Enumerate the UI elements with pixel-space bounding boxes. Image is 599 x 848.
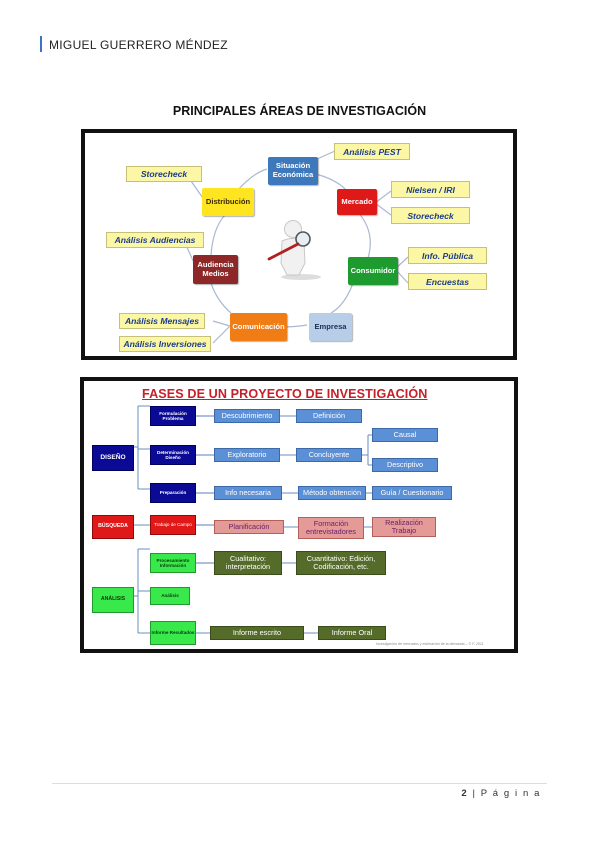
box-formacion-entrevistadores: Formación entrevistadores	[298, 517, 364, 539]
tag-analisis-mensajes: Análisis Mensajes	[119, 313, 205, 329]
node-audiencia-medios: Audiencia Medios	[193, 255, 238, 284]
page-number: 2	[461, 788, 469, 799]
phase-diseno: DISEÑO	[92, 445, 134, 471]
box-cualitativo: Cualitativo: interpretación	[214, 551, 282, 575]
header-author: MIGUEL GUERRERO MÉNDEZ	[49, 38, 228, 52]
box-info-necesaria: Info necesaria	[214, 486, 282, 500]
header-accent-bar	[40, 36, 42, 52]
box-guia-cuestionario: Guía / Cuestionario	[372, 486, 452, 500]
tag-encuestas: Encuestas	[408, 273, 487, 290]
node-mercado: Mercado	[337, 189, 377, 215]
connector-line	[374, 202, 392, 216]
box-planificacion: Planificación	[214, 520, 284, 534]
cycle-arc	[210, 282, 232, 314]
box-causal: Causal	[372, 428, 438, 442]
fases-title: FASES DE UN PROYECTO DE INVESTIGACIÓN	[142, 387, 428, 401]
step-formulacion-problema: Formulación Problema	[150, 406, 196, 426]
node-situacion-economica: Situación Económica	[268, 157, 318, 185]
step-determinacion-diseno: Determinación Diseño	[150, 445, 196, 465]
connector-line	[316, 150, 336, 160]
tag-info-publica: Info. Pública	[408, 247, 487, 264]
box-cuantitativo: Cuantitativo: Edición, Codificación, etc…	[296, 551, 386, 575]
tag-analisis-audiencias: Análisis Audiencias	[106, 232, 204, 248]
step-informe-resultados: Informe Resultados	[150, 621, 196, 645]
box-descriptivo: Descriptivo	[372, 458, 438, 472]
connector-line	[212, 320, 231, 327]
fases-diagram: FASES DE UN PROYECTO DE INVESTIGACIÓN DI…	[80, 377, 518, 653]
magnifier-person-icon	[267, 220, 321, 280]
footer-separator: |	[472, 788, 477, 799]
phase-busqueda: BÚSQUEDA	[92, 515, 134, 539]
node-distribucion: Distribución	[202, 188, 254, 216]
box-informe-escrito: Informe escrito	[210, 626, 304, 640]
box-realizacion-trabajo: Realización Trabajo	[372, 517, 436, 537]
phase-analisis: ANÁLISIS	[92, 587, 134, 613]
node-consumidor: Consumidor	[348, 257, 398, 285]
cycle-arc	[356, 210, 371, 262]
page-title: PRINCIPALES ÁREAS DE INVESTIGACIÓN	[172, 104, 427, 118]
tag-storecheck-right: Storecheck	[391, 207, 470, 224]
box-definicion: Definición	[296, 409, 362, 423]
areas-diagram: Situación Económica Mercado Consumidor E…	[81, 129, 517, 360]
connector-line	[374, 190, 392, 204]
box-metodo-obtencion: Método obtención	[298, 486, 366, 500]
step-trabajo-campo: Trabajo de Campo	[150, 515, 196, 535]
step-procesamiento-informacion: Procesamiento Información	[150, 553, 196, 573]
tag-analisis-inversiones: Análisis Inversiones	[119, 336, 211, 352]
fases-connectors	[134, 405, 372, 634]
connector-line	[212, 325, 231, 344]
box-descubrimiento: Descubrimiento	[214, 409, 280, 423]
box-informe-oral: Informe Oral	[318, 626, 386, 640]
footer-rule	[52, 783, 547, 784]
tag-nielsen-iri: Nielsen / IRI	[391, 181, 470, 198]
source-note: Investigación de mercados y estimación d…	[376, 642, 484, 646]
tag-analisis-pest: Análisis PEST	[334, 143, 410, 160]
step-analisis: Análisis	[150, 587, 190, 605]
node-comunicacion: Comunicación	[230, 313, 287, 341]
page-footer: 2 | P á g i n a	[461, 788, 541, 799]
tag-storecheck-left: Storecheck	[126, 166, 202, 182]
box-concluyente: Concluyente	[296, 448, 362, 462]
page-label: P á g i n a	[480, 788, 541, 799]
box-exploratorio: Exploratorio	[214, 448, 280, 462]
cycle-arc	[330, 282, 354, 314]
cycle-arc	[210, 214, 226, 256]
node-empresa: Empresa	[309, 313, 352, 341]
step-preparacion: Preparación	[150, 483, 196, 503]
